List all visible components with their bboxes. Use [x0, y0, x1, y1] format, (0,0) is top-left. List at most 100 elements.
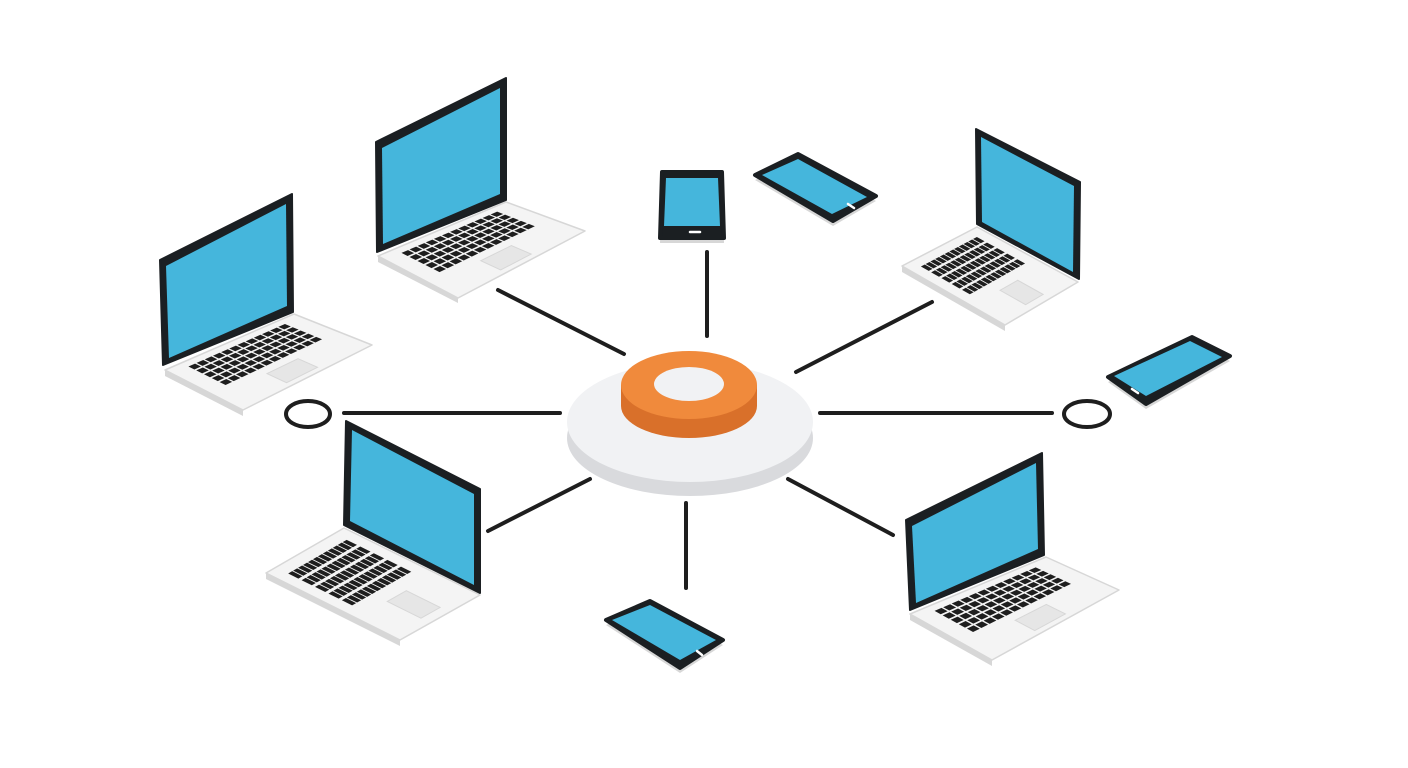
keyboard-key — [993, 589, 1007, 596]
keyboard-key — [204, 371, 217, 378]
phone-bottom-smartphone-icon — [604, 599, 725, 673]
keyboard-key — [946, 273, 958, 281]
keyboard-key — [973, 237, 985, 244]
keyboard-key — [343, 582, 358, 591]
keyboard-key — [253, 349, 266, 355]
keyboard-key — [351, 549, 366, 557]
keyboard-key — [326, 563, 341, 572]
keyboard-key — [441, 247, 455, 253]
keyboard-key — [235, 371, 249, 378]
keyboard-key — [514, 227, 527, 234]
keyboard-key — [260, 352, 274, 359]
keyboard-key — [278, 324, 291, 330]
keyboard-key — [333, 588, 348, 596]
keyboard-key — [959, 604, 973, 612]
laptop-base-edge — [378, 256, 458, 303]
phone-home-button — [695, 649, 704, 657]
keyboard-key — [1025, 597, 1038, 604]
keyboard-key — [958, 244, 971, 251]
phone-home-button — [846, 202, 856, 210]
keyboard-key — [220, 356, 234, 363]
keyboard-key — [994, 582, 1008, 589]
keyboard-key — [358, 574, 373, 582]
keyboard-key — [301, 340, 314, 347]
keyboard-key — [1017, 593, 1031, 600]
keyboard-key — [449, 236, 463, 242]
connector-lines — [342, 250, 1054, 590]
keyboard-key — [944, 251, 957, 259]
keyboard-key — [983, 242, 995, 249]
keyboard-key — [1003, 578, 1016, 585]
keyboard-key — [329, 576, 345, 584]
keyboard-key — [489, 239, 503, 245]
keyboard-key — [951, 600, 965, 607]
keyboard-key — [425, 254, 439, 261]
keyboard-key — [425, 261, 439, 269]
keyboard-key — [925, 261, 938, 269]
keyboard-key — [975, 613, 989, 620]
keyboard-key — [954, 246, 966, 254]
keyboard-key — [322, 551, 338, 559]
keyboard-key — [334, 573, 350, 581]
keyboard-key — [441, 254, 455, 261]
endpoints — [284, 399, 1112, 429]
keyboard-key — [261, 338, 275, 344]
keyboard-key — [1009, 589, 1023, 596]
keyboard-key — [306, 575, 321, 583]
keyboard-key — [931, 270, 943, 277]
keyboard-key — [449, 243, 463, 250]
laptop-bottom-right-laptop-icon — [905, 452, 1120, 666]
keyboard-key — [332, 545, 348, 553]
keyboard-key — [441, 262, 455, 269]
keyboard-key — [433, 236, 447, 242]
keyboard-key — [236, 356, 250, 363]
keyboard-key — [965, 263, 977, 270]
keyboard-key — [449, 258, 463, 265]
keyboard-key — [348, 579, 363, 588]
phone-screen — [762, 159, 867, 214]
keyboard-key — [482, 228, 495, 235]
keyboard-key — [417, 250, 431, 257]
keyboard-key — [1058, 581, 1071, 588]
keyboard-key — [965, 274, 978, 281]
keyboard-key — [458, 225, 471, 232]
keyboard-key — [425, 239, 439, 246]
laptop-base-edge — [910, 614, 992, 666]
devices — [159, 77, 1232, 673]
keyboard-key — [381, 575, 397, 583]
keyboard-key — [482, 221, 495, 228]
keyboard-key — [212, 360, 226, 366]
keyboard-key — [293, 344, 306, 351]
keyboard-key — [490, 218, 503, 224]
keyboard-key — [293, 337, 307, 343]
keyboard-key — [975, 621, 989, 628]
keyboard-key — [979, 255, 991, 263]
endpoint-right-icon — [1062, 399, 1112, 429]
keyboard-key — [288, 571, 303, 579]
keyboard-key — [237, 342, 250, 348]
keyboard-key — [473, 239, 487, 246]
keyboard-key — [245, 345, 258, 352]
keyboard-key — [204, 363, 217, 370]
keyboard-key — [361, 586, 377, 594]
keyboard-key — [983, 617, 997, 624]
keyboard-key — [961, 276, 973, 284]
keyboard-key — [466, 222, 479, 228]
keyboard-key — [457, 254, 471, 261]
keyboard-key — [1004, 264, 1016, 271]
keyboard-key — [969, 260, 982, 268]
keyboard-key — [1019, 578, 1032, 585]
keyboard-key — [1036, 570, 1049, 577]
keyboard-key — [221, 349, 234, 355]
keyboard-key — [1010, 582, 1024, 589]
keyboard-key — [963, 242, 976, 249]
keyboard-key — [409, 254, 423, 261]
keyboard-key — [303, 562, 318, 571]
keyboard-key — [941, 276, 954, 283]
keyboard-key — [984, 609, 997, 616]
trackpad — [999, 279, 1045, 306]
keyboard-key — [386, 572, 402, 580]
keyboard-key — [976, 279, 988, 287]
keyboard-key — [188, 363, 201, 370]
keyboard-key — [312, 556, 328, 565]
